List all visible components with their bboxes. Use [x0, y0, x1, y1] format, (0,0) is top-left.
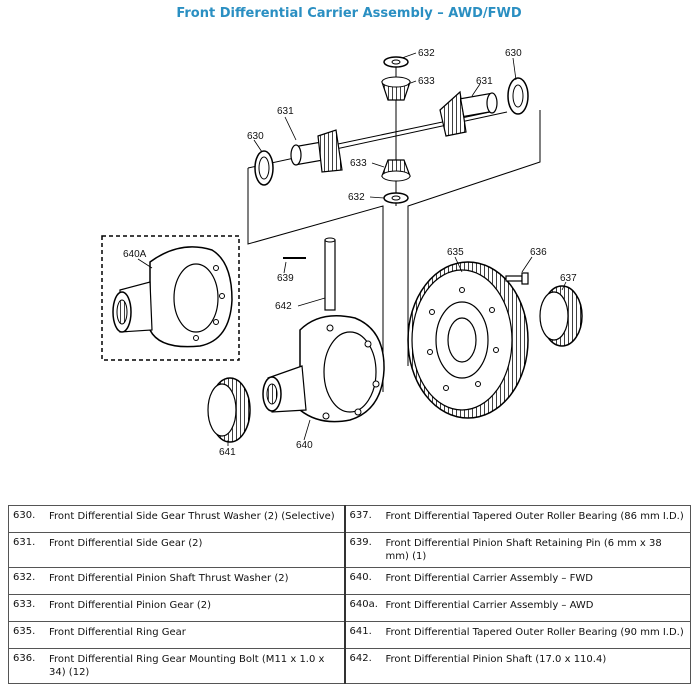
- ring-gear: [407, 261, 529, 419]
- table-cell: 632. Front Differential Pinion Shaft Thru…: [8, 567, 345, 595]
- callout-642: 642: [275, 301, 292, 312]
- table-cell: 640a. Front Differential Carrier Assembly…: [343, 594, 691, 622]
- part-description: Front Differential Pinion Shaft Thrust W…: [49, 573, 289, 584]
- part-description: Front Differential Carrier Assembly – AW…: [385, 600, 594, 611]
- part-number: 635.: [13, 626, 36, 637]
- table-cell: 631. Front Differential Side Gear (2): [8, 532, 345, 568]
- side-gear-thrust-washer-left: [254, 150, 274, 186]
- table-cell: 630. Front Differential Side Gear Thrust …: [8, 505, 345, 533]
- part-description: Front Differential Side Gear Thrust Wash…: [49, 511, 335, 522]
- callout-637: 637: [560, 273, 577, 284]
- part-description: Front Differential Pinion Shaft (17.0 x …: [385, 654, 607, 665]
- side-gear-right: [439, 90, 498, 137]
- part-description: Front Differential Side Gear (2): [49, 538, 203, 549]
- table-cell: 637. Front Differential Tapered Outer Rol…: [343, 505, 691, 533]
- callout-630-left: 630: [247, 131, 264, 142]
- ring-gear-mounting-bolt: [505, 272, 529, 285]
- part-number: 640.: [349, 572, 372, 583]
- callout-631-left: 631: [277, 106, 294, 117]
- part-description: Front Differential Carrier Assembly – FW…: [385, 573, 593, 584]
- table-row: 636. Front Differential Ring Gear Mountin…: [8, 648, 691, 684]
- table-row: 633. Front Differential Pinion Gear (2) 6…: [8, 594, 691, 622]
- leader-lines: [137, 52, 567, 446]
- part-description: Front Differential Ring Gear: [49, 627, 186, 638]
- side-gear-left: [290, 129, 343, 173]
- awd-carrier-assembly: [112, 246, 233, 348]
- table-cell: 642. Front Differential Pinion Shaft (17.…: [343, 648, 691, 684]
- part-number: 639.: [349, 537, 372, 548]
- table-row: 632. Front Differential Pinion Shaft Thru…: [8, 567, 691, 595]
- pinion-gear-bottom: [381, 159, 411, 182]
- part-number: 640a.: [349, 599, 378, 610]
- pinion-gear-top: [381, 76, 411, 101]
- part-description: Front Differential Pinion Shaft Retainin…: [385, 538, 662, 562]
- table-cell: 635. Front Differential Ring Gear: [8, 621, 345, 649]
- table-cell: 633. Front Differential Pinion Gear (2): [8, 594, 345, 622]
- callout-633-top: 633: [418, 76, 435, 87]
- callout-632-bottom: 632: [348, 192, 365, 203]
- table-cell: 639. Front Differential Pinion Shaft Reta…: [343, 532, 691, 568]
- awd-carrier-dashed-box: [101, 235, 240, 361]
- pinion-shaft-thrust-washer-top: [383, 56, 409, 68]
- callout-633-bottom: 633: [350, 158, 367, 169]
- callout-630-right: 630: [505, 48, 522, 59]
- table-cell: 641. Front Differential Tapered Outer Rol…: [343, 621, 691, 649]
- callout-631-right: 631: [476, 76, 493, 87]
- table-row: 631. Front Differential Side Gear (2) 639…: [8, 532, 691, 568]
- table-cell: 636. Front Differential Ring Gear Mountin…: [8, 648, 345, 684]
- diagram-title: Front Differential Carrier Assembly – AW…: [176, 6, 522, 21]
- callout-636: 636: [530, 247, 547, 258]
- callout-635: 635: [447, 247, 464, 258]
- table-row: 630. Front Differential Side Gear Thrust …: [8, 505, 691, 533]
- callout-632-top: 632: [418, 48, 435, 59]
- part-number: 631.: [13, 537, 36, 548]
- side-gear-thrust-washer-right: [507, 77, 529, 115]
- callout-641: 641: [219, 447, 236, 458]
- parts-legend-table: 630. Front Differential Side Gear Thrust …: [8, 505, 691, 684]
- part-number: 633.: [13, 599, 36, 610]
- table-cell: 640. Front Differential Carrier Assembly …: [343, 567, 691, 595]
- part-number: 641.: [349, 626, 372, 637]
- part-number: 630.: [13, 510, 36, 521]
- part-number: 642.: [349, 653, 372, 664]
- callout-640: 640: [296, 440, 313, 451]
- table-row: 635. Front Differential Ring Gear 641. Fro…: [8, 621, 691, 649]
- part-number: 632.: [13, 572, 36, 583]
- exploded-view-diagram: 632 630 633 631 631 630 633 632 640A 635…: [101, 48, 583, 458]
- callout-639: 639: [277, 273, 294, 284]
- part-description: Front Differential Pinion Gear (2): [49, 600, 211, 611]
- pinion-shaft: [324, 237, 336, 311]
- part-number: 636.: [13, 653, 36, 664]
- part-number: 637.: [349, 510, 372, 521]
- pinion-shaft-thrust-washer-bottom: [383, 192, 409, 204]
- fwd-carrier-assembly: [262, 315, 385, 423]
- tapered-roller-bearing-86mm: [539, 285, 583, 347]
- tapered-roller-bearing-90mm: [207, 377, 251, 443]
- part-description: Front Differential Ring Gear Mounting Bo…: [49, 654, 325, 678]
- callout-640A: 640A: [123, 249, 147, 260]
- part-description: Front Differential Tapered Outer Roller …: [385, 511, 684, 522]
- part-description: Front Differential Tapered Outer Roller …: [385, 627, 684, 638]
